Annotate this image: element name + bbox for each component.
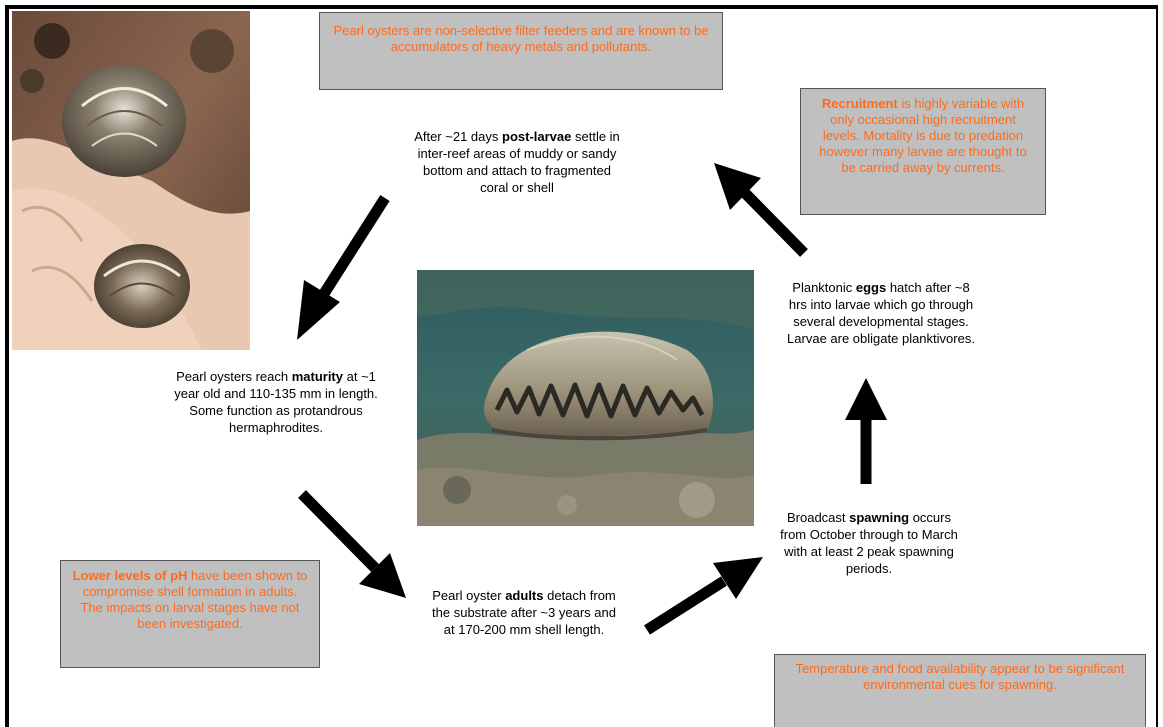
stage-eggs-bold: eggs <box>856 280 886 295</box>
stage-eggs: Planktonic eggs hatch after ~8 hrs into … <box>784 279 978 347</box>
arrow-post-larvae-to-maturity <box>297 198 385 340</box>
stage-adults-pre: Pearl oyster <box>432 588 505 603</box>
stage-spawning-bold: spawning <box>849 510 909 525</box>
arrow-spawning-to-eggs <box>845 378 887 484</box>
stage-maturity: Pearl oysters reach maturity at ~1 year … <box>166 368 386 436</box>
stage-post-larvae-bold: post-larvae <box>502 129 571 144</box>
callout-filter-feeders: Pearl oysters are non-selective filter f… <box>319 12 723 90</box>
stage-spawning: Broadcast spawning occurs from October t… <box>780 509 958 577</box>
stage-eggs-pre: Planktonic <box>792 280 856 295</box>
stage-adults: Pearl oyster adults detach from the subs… <box>430 587 618 638</box>
callout-temperature: Temperature and food availability appear… <box>774 654 1146 727</box>
arrow-adults-to-spawning <box>647 557 763 630</box>
stage-maturity-bold: maturity <box>292 369 343 384</box>
callout-ph-bold: Lower levels of pH <box>73 568 188 583</box>
callout-temperature-text: Temperature and food availability appear… <box>796 661 1125 692</box>
callout-recruitment: Recruitment is highly variable with only… <box>800 88 1046 215</box>
callout-filter-feeders-text: Pearl oysters are non-selective filter f… <box>333 23 708 54</box>
callout-recruitment-bold: Recruitment <box>822 96 898 111</box>
stage-maturity-pre: Pearl oysters reach <box>176 369 292 384</box>
stage-post-larvae: After ~21 days post-larvae settle in int… <box>410 128 624 196</box>
stage-post-larvae-pre: After ~21 days <box>414 129 502 144</box>
stage-spawning-pre: Broadcast <box>787 510 849 525</box>
stage-adults-bold: adults <box>505 588 543 603</box>
callout-ph: Lower levels of pH have been shown to co… <box>60 560 320 668</box>
arrow-eggs-to-post-larvae <box>714 163 804 253</box>
